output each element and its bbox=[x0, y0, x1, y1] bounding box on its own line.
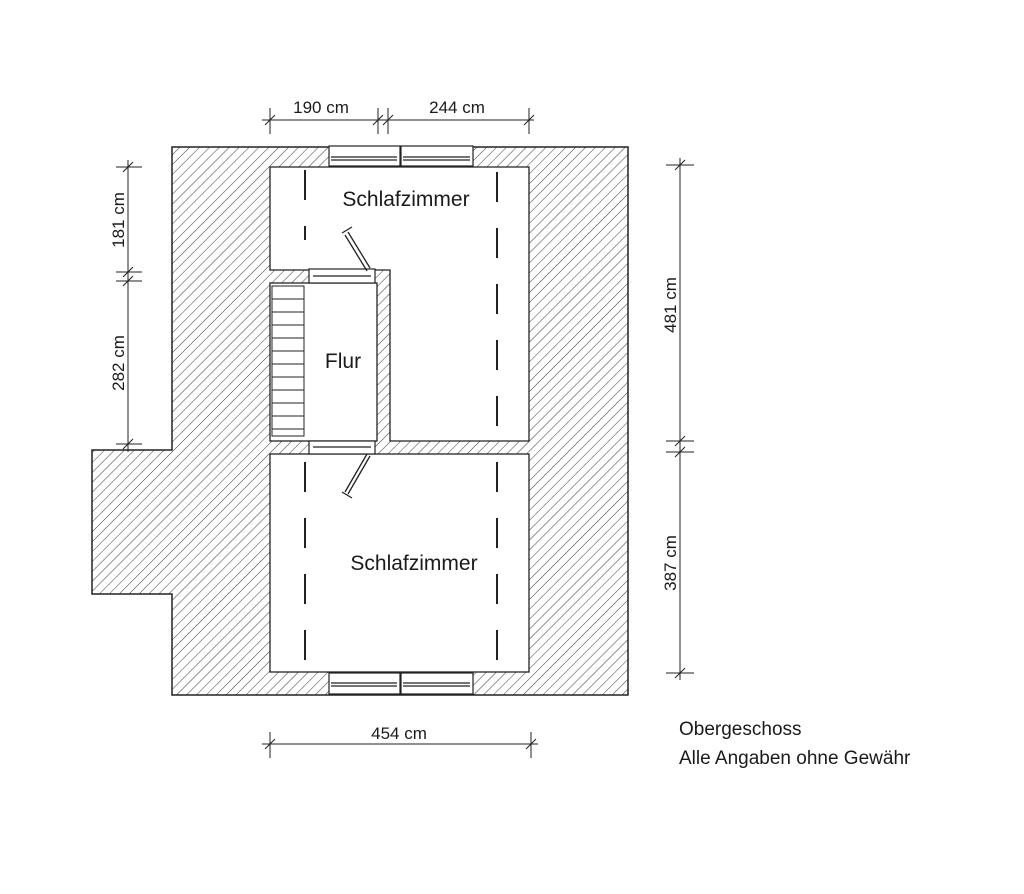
disclaimer-caption: Alle Angaben ohne Gewähr bbox=[679, 748, 911, 769]
window-top-right bbox=[400, 145, 474, 167]
dimension-lines bbox=[116, 108, 694, 758]
room-bedroom-top bbox=[269, 166, 530, 442]
floor-caption: Obergeschoss bbox=[679, 719, 802, 740]
room-hallway bbox=[269, 282, 378, 442]
window-top-left bbox=[328, 145, 401, 167]
dimension-label-left-lower: 282 cm bbox=[109, 335, 128, 391]
door-leaf-top bbox=[341, 226, 371, 272]
window-bottom-right bbox=[400, 672, 474, 695]
door-opening-top bbox=[308, 268, 376, 284]
dimension-label-left-upper: 181 cm bbox=[109, 192, 128, 248]
room-label-bedroom-top: Schlafzimmer bbox=[342, 188, 469, 211]
room-label-hallway: Flur bbox=[325, 350, 361, 373]
window-bottom-left bbox=[328, 672, 401, 695]
dimension-label-right-upper: 481 cm bbox=[661, 277, 680, 333]
room-label-bedroom-bottom: Schlafzimmer bbox=[350, 552, 477, 575]
roof-slope-lines bbox=[304, 170, 498, 670]
dimension-label-top-right: 244 cm bbox=[429, 98, 485, 117]
staircase bbox=[271, 285, 305, 437]
door-leaf-bottom bbox=[341, 453, 371, 499]
room-bedroom-bottom bbox=[269, 453, 530, 673]
dimension-label-right-lower: 387 cm bbox=[661, 535, 680, 591]
dimension-label-bottom: 454 cm bbox=[371, 724, 427, 743]
dimension-label-top-left: 190 cm bbox=[293, 98, 349, 117]
door-opening-bottom bbox=[308, 440, 376, 455]
